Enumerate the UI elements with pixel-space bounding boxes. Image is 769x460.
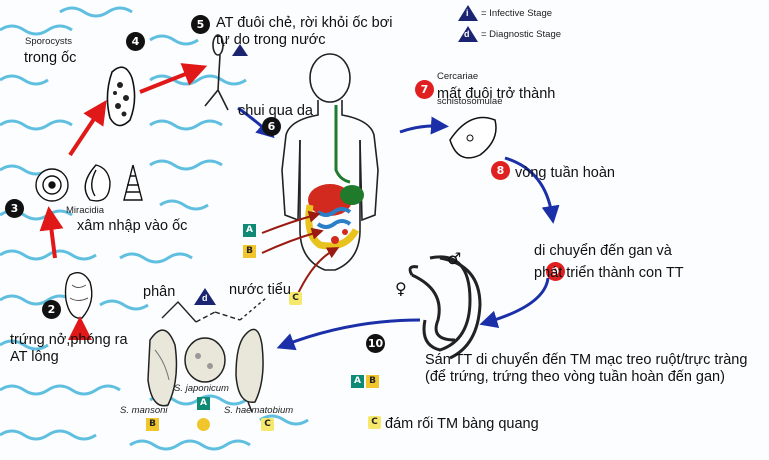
snail-cycle-arrows [39, 63, 208, 340]
digestive-organs [305, 105, 364, 250]
sporocyst-shape [106, 66, 136, 127]
nuoc-tieu-label: nước tiểu [229, 282, 291, 298]
miracidia-label: Miracidia [66, 205, 105, 216]
tag-b-adult: B [366, 375, 379, 388]
s-mansoni-label: S. mansoni [120, 405, 168, 416]
tag-b-intestine: B [243, 245, 256, 258]
step-7-badge: 7 [415, 80, 434, 99]
chui-qua-da-label: chui qua da [238, 103, 313, 119]
adult-worm-label: Sán TT di chuyển đến TM mạc treo ruột/tr… [425, 352, 748, 385]
trong-oc-label: trong ốc [24, 50, 77, 66]
step-8-badge: 8 [491, 161, 510, 180]
step-5-label: AT đuôi chẻ, rời khỏi ốc bơi tự do trong… [216, 15, 393, 48]
tag-a-intestine: A [243, 224, 256, 237]
egg-shapes [147, 297, 267, 413]
adult-worm-pair [408, 255, 482, 360]
host-cycle-arrows [237, 106, 560, 351]
dam-roi-label: đám rối TM bàng quang [385, 416, 539, 432]
s-haematobium-label: S. haematobium [224, 405, 294, 416]
cercariae-label: Cercariae [437, 71, 479, 82]
vong-tuan-hoan-label: vòng tuần hoàn [515, 165, 615, 181]
male-symbol: ♂ [447, 249, 462, 268]
diagnostic-stage-icon [458, 26, 478, 42]
female-symbol: ♀ [395, 279, 407, 298]
s-japonicum-label: S. japonicum [174, 383, 229, 394]
step-4-badge: 4 [126, 32, 145, 51]
step-2-badge: 2 [42, 300, 61, 319]
tag-b-mansoni: B [146, 418, 159, 431]
human-body-outline [281, 53, 379, 271]
eggs-diagnostic-icon [194, 288, 216, 305]
infective-symbol: i [466, 8, 469, 18]
infective-stage-icon [458, 5, 478, 21]
phan-label: phân [143, 284, 176, 300]
tag-c-bladder: C [289, 292, 302, 305]
step-10-badge: 10 [366, 334, 385, 353]
miracidium-shape [64, 272, 93, 319]
step-5-infective-icon [232, 44, 248, 56]
schistosomulum-shape [449, 116, 497, 159]
cercaria-shape [204, 34, 229, 111]
tag-a-japonicum: A [197, 397, 210, 410]
diagnostic-stage-label: = Diagnostic Stage [481, 29, 562, 40]
step-9-badge: 9 [546, 262, 565, 281]
eggs-diagnostic-symbol: d [202, 293, 208, 303]
tag-c-adult: C [368, 416, 381, 429]
schistosomulae-label: schistosomulae [437, 96, 503, 107]
tag-a-adult: A [351, 375, 364, 388]
step-5-badge: 5 [191, 15, 210, 34]
phat-trien-label: phát triển thành con TT [534, 265, 684, 281]
di-chuyen-gan-label: di chuyển đến gan và [534, 243, 672, 259]
sporocysts-label: Sporocysts [25, 36, 72, 47]
diagnostic-symbol: d [464, 29, 470, 39]
tag-b-japonicum-circle [197, 418, 210, 431]
step-3-badge: 3 [5, 199, 24, 218]
step-6-badge: 6 [262, 117, 281, 136]
xam-nhap-label: xâm nhập vào ốc [77, 218, 188, 234]
tag-c-haematobium: C [261, 418, 274, 431]
mat-duoi-label: mất đuôi trở thành [437, 86, 556, 102]
snail-shells [35, 164, 143, 202]
infective-stage-label: = Infective Stage [481, 8, 553, 19]
trung-no-label: trứng nở,phóng ra AT lông [10, 332, 128, 365]
